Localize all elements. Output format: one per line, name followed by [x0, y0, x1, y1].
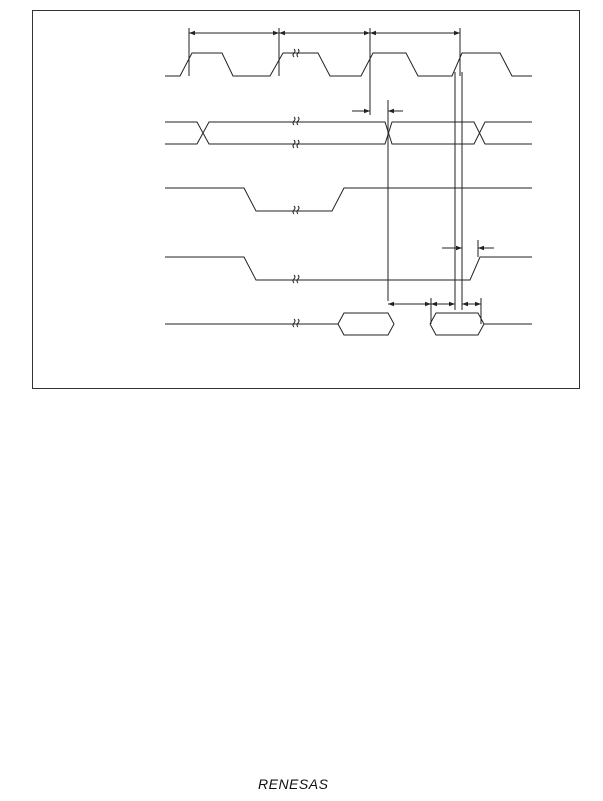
- address-delay-dimension: [352, 76, 403, 301]
- clock-waveform: [165, 52, 532, 77]
- address-break-mark: [292, 116, 300, 149]
- strobe-2-break-mark: [292, 274, 300, 284]
- address-bus-waveform: [165, 121, 532, 145]
- strobe-rise-dimension: [442, 72, 494, 310]
- data-waveform: [165, 312, 532, 336]
- data-break-mark: [292, 318, 300, 328]
- clock-break-mark: [292, 48, 300, 58]
- logo-text: RENESAS: [258, 776, 329, 792]
- strobe-1-waveform: [165, 187, 532, 212]
- clock-period-dimension: [188, 28, 461, 76]
- strobe-2-waveform: [165, 256, 532, 281]
- renesas-logo: RENESAS: [258, 776, 358, 794]
- data-timing-dimension: [388, 298, 482, 324]
- diagram-frame: [32, 10, 580, 389]
- strobe-1-break-mark: [292, 205, 300, 215]
